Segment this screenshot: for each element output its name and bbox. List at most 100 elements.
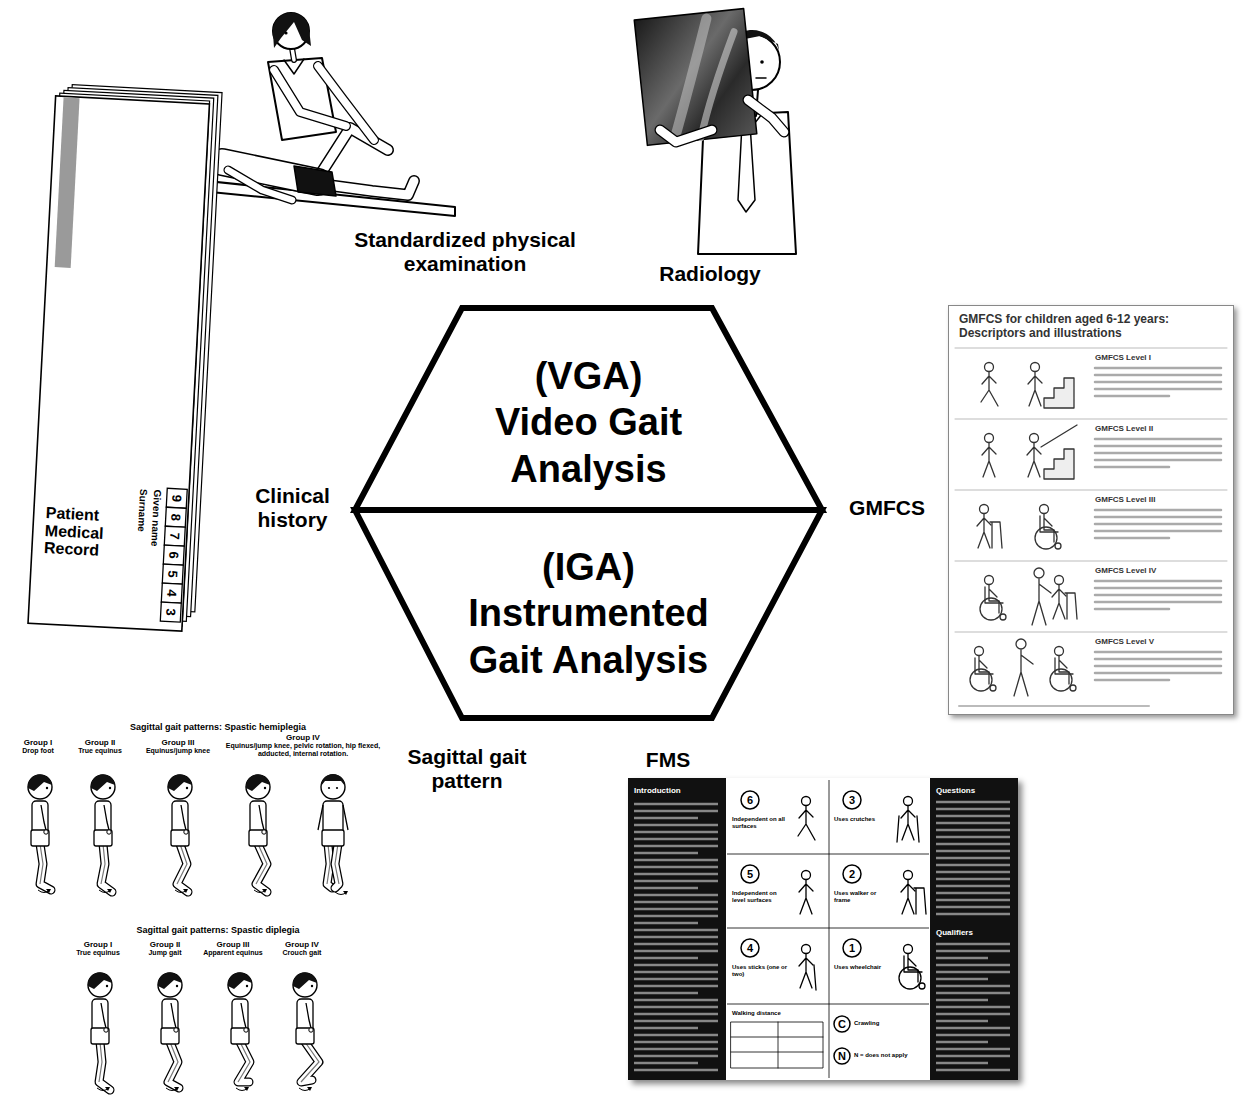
line-art <box>1095 672 1221 675</box>
line-art <box>1055 543 1061 549</box>
line-art <box>904 871 913 880</box>
section-label: GMFCS <box>832 496 942 520</box>
line-art <box>336 787 338 789</box>
line-art <box>107 830 111 834</box>
level-heading: GMFCS Level IV <box>1095 566 1225 575</box>
line-art <box>936 1034 1010 1037</box>
line-art <box>40 844 51 890</box>
line-art <box>91 775 115 799</box>
line-art <box>55 97 80 268</box>
rating-description: Uses wheelchair <box>834 964 892 971</box>
rating-description: Independent on all surfaces <box>732 816 790 830</box>
line-art <box>1044 378 1074 408</box>
line-art <box>634 950 718 953</box>
line-art <box>184 830 188 834</box>
line-art <box>28 96 209 631</box>
line-art <box>1050 669 1072 691</box>
section-label: Clinical history <box>240 484 345 532</box>
line-art <box>1095 580 1221 583</box>
level-heading: GMFCS Level III <box>1095 495 1225 504</box>
line-art <box>254 890 266 893</box>
line-art <box>985 576 994 585</box>
line-art <box>1055 576 1064 585</box>
line-art <box>228 973 252 997</box>
line-art <box>244 1028 248 1032</box>
line-art <box>91 1028 109 1044</box>
line-art <box>335 844 339 884</box>
line-art <box>293 972 317 989</box>
line-art <box>166 488 187 508</box>
line-art <box>955 348 1227 706</box>
line-art <box>936 1027 1010 1030</box>
line-art <box>980 598 1002 620</box>
line-art <box>1028 372 1042 406</box>
line-art <box>31 830 49 846</box>
line-art <box>834 1048 850 1064</box>
line-art <box>634 922 698 925</box>
line-art <box>634 936 718 939</box>
line-art <box>634 943 718 946</box>
hexagon-outline <box>355 308 822 510</box>
line-art <box>977 514 991 548</box>
line-art <box>634 9 757 146</box>
line-art <box>904 945 913 954</box>
line-art <box>936 978 988 981</box>
line-art <box>1095 509 1221 512</box>
line-art <box>731 1022 823 1068</box>
line-art <box>1095 594 1221 597</box>
line-art <box>936 822 1010 825</box>
line-art <box>634 803 718 806</box>
line-art <box>741 939 759 957</box>
line-art <box>843 791 861 809</box>
line-art <box>321 774 345 786</box>
line-art <box>301 1042 319 1082</box>
line-art <box>1032 579 1051 625</box>
line-art <box>327 844 330 884</box>
line-art <box>318 66 374 140</box>
medical-record-booklet: Patient Medical RecordSurnameGiven name9… <box>26 82 229 635</box>
line-art <box>1041 425 1077 447</box>
line-art <box>246 775 270 799</box>
line-art <box>634 1048 718 1051</box>
line-art <box>936 801 1010 804</box>
line-art <box>166 1088 178 1091</box>
line-art <box>634 1041 718 1044</box>
line-art <box>1095 438 1221 441</box>
record-digit: 5 <box>163 564 183 585</box>
line-art <box>1095 381 1221 384</box>
line-art <box>955 561 1227 562</box>
line-art <box>1052 585 1066 619</box>
line-art <box>634 859 718 862</box>
line-art <box>975 658 993 674</box>
line-art <box>919 983 925 989</box>
line-art <box>101 1003 106 1028</box>
line-art <box>46 889 51 893</box>
group-heading: Group III <box>143 738 213 747</box>
line-art <box>731 1022 823 1068</box>
group-description: True equinus <box>65 747 135 755</box>
line-art <box>296 1028 314 1044</box>
line-art <box>634 9 757 146</box>
line-art <box>799 954 813 988</box>
line-art <box>109 787 111 789</box>
hexagon-outline <box>355 510 822 718</box>
line-art <box>106 985 108 987</box>
line-art <box>28 774 52 791</box>
line-art <box>634 1069 718 1072</box>
line-art <box>158 972 182 989</box>
line-art <box>936 857 1010 860</box>
line-art <box>634 999 718 1002</box>
line-art <box>262 889 267 893</box>
line-art <box>262 830 266 834</box>
line-art <box>936 913 1010 916</box>
line-art <box>307 1087 312 1091</box>
line-art <box>981 372 998 406</box>
line-art <box>936 1062 988 1065</box>
line-art <box>936 1055 1010 1058</box>
line-art <box>181 805 186 830</box>
line-art <box>299 1088 311 1091</box>
line-art <box>955 419 1227 420</box>
record-digit: 7 <box>165 526 185 547</box>
line-art <box>1095 658 1221 661</box>
section-label: Standardized physical examination <box>335 228 595 276</box>
